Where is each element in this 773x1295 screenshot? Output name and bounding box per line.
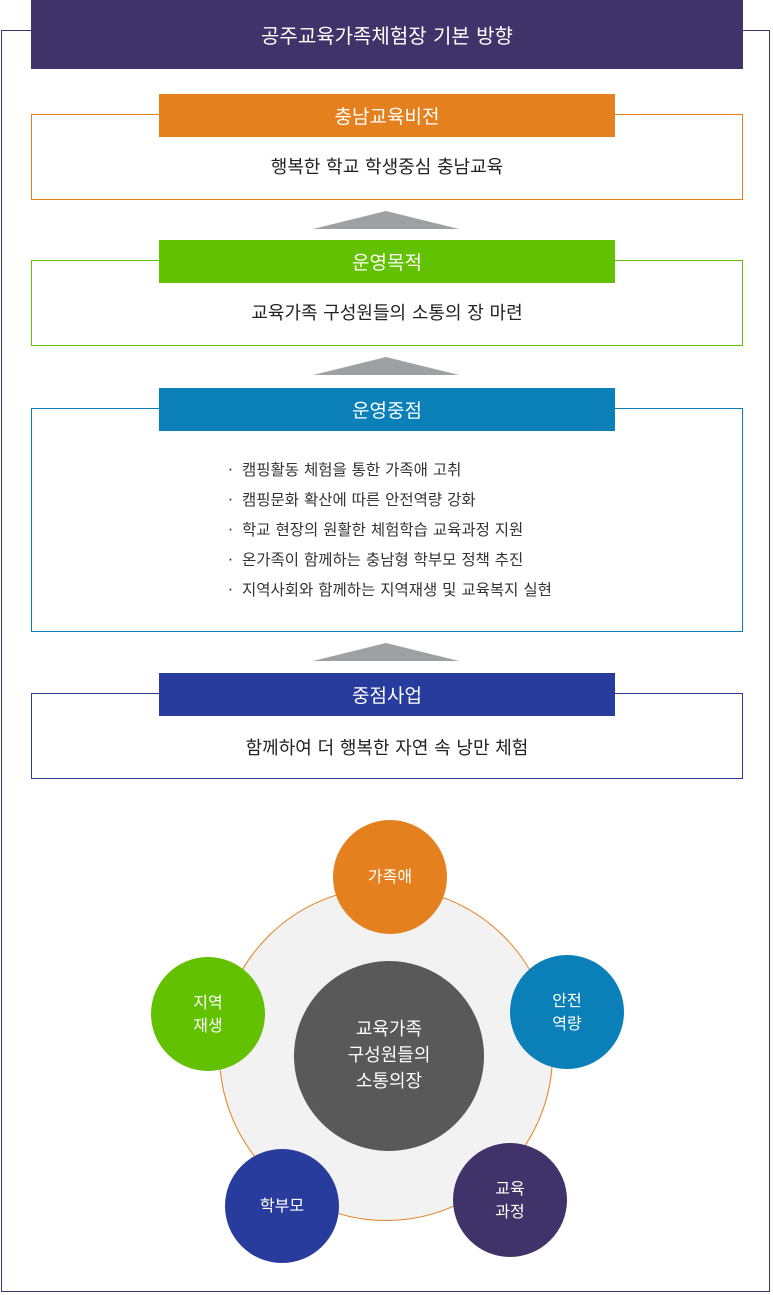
focus-bullet-text: 캠핑활동 체험을 통한 가족애 고취 (242, 461, 462, 479)
circle-label-line: 교육가족 (355, 1018, 423, 1040)
circle-label-line: 지역 (193, 992, 223, 1012)
focus-bullet-text: 지역사회와 함께하는 지역재생 및 교육복지 실현 (242, 581, 552, 599)
project-label-text: 중점사업 (352, 685, 422, 707)
diagram-title-text: 공주교육가족체험장 기본 방향 (261, 24, 513, 48)
circle-label-line: 과정 (495, 1202, 525, 1221)
focus-bullet-text: 온가족이 함께하는 충남형 학부모 정책 추진 (242, 551, 524, 569)
circle-label-line: 구성원들의 (347, 1044, 431, 1066)
cycle-node-family-love: 가족애 (333, 820, 447, 934)
focus-label: 운영중점 (159, 388, 615, 431)
circle-label-line: 역량 (552, 1014, 582, 1033)
project-text: 함께하여 더 행복한 자연 속 낭만 체험 (245, 738, 529, 759)
focus-bullet-text: 학교 현장의 원활한 체험학습 교육과정 지원 (242, 521, 524, 539)
circle-label-line: 소통의장 (355, 1071, 423, 1093)
bullet-dot: · (228, 491, 233, 509)
arrow-up-3 (313, 643, 459, 661)
diagram-title: 공주교육가족체험장 기본 방향 (31, 0, 743, 69)
focus-box: ·캠핑활동 체험을 통한 가족애 고취·캠핑문화 확산에 따른 안전역량 강화·… (31, 408, 743, 632)
circle-label-line: 교육 (495, 1178, 525, 1198)
bullet-dot: · (228, 551, 233, 569)
purpose-text: 교육가족 구성원들의 소통의 장 마련 (251, 303, 523, 324)
bullet-dot: · (228, 461, 233, 479)
bullet-dot: · (228, 521, 233, 539)
vision-text: 행복한 학교 학생중심 충남교육 (270, 157, 504, 178)
arrow-up-1 (313, 211, 459, 229)
circle-label-line: 재생 (193, 1016, 223, 1035)
purpose-label-text: 운영목적 (352, 252, 422, 274)
focus-bullet-item: · 캠핑문화 확산에 따른 안전역량 강화 (228, 485, 552, 515)
focus-bullet-item: · 캠핑활동 체험을 통한 가족애 고취 (228, 455, 552, 485)
purpose-label: 운영목적 (159, 240, 615, 283)
vision-label: 충남교육비전 (159, 94, 615, 137)
focus-bullet-item: · 학교 현장의 원활한 체험학습 교육과정 지원 (228, 515, 552, 545)
arrow-up-2 (313, 357, 459, 375)
focus-bullet-item: · 지역사회와 함께하는 지역재생 및 교육복지 실현 (228, 575, 552, 605)
focus-bullet-list: ·캠핑활동 체험을 통한 가족애 고취·캠핑문화 확산에 따른 안전역량 강화·… (228, 455, 552, 605)
bullet-dot: · (228, 581, 233, 599)
focus-label-text: 운영중점 (352, 400, 422, 422)
circle-label-line: 안전 (552, 990, 582, 1010)
project-label: 중점사업 (159, 673, 615, 716)
focus-bullet-text: 캠핑문화 확산에 따른 안전역량 강화 (242, 491, 476, 509)
circle-label-line: 학부모 (259, 1196, 305, 1216)
circle-label-line: 가족애 (367, 867, 413, 887)
vision-label-text: 충남교육비전 (334, 106, 440, 128)
cycle-node-parents: 학부모 (225, 1149, 339, 1263)
focus-bullet-item: · 온가족이 함께하는 충남형 학부모 정책 추진 (228, 545, 552, 575)
